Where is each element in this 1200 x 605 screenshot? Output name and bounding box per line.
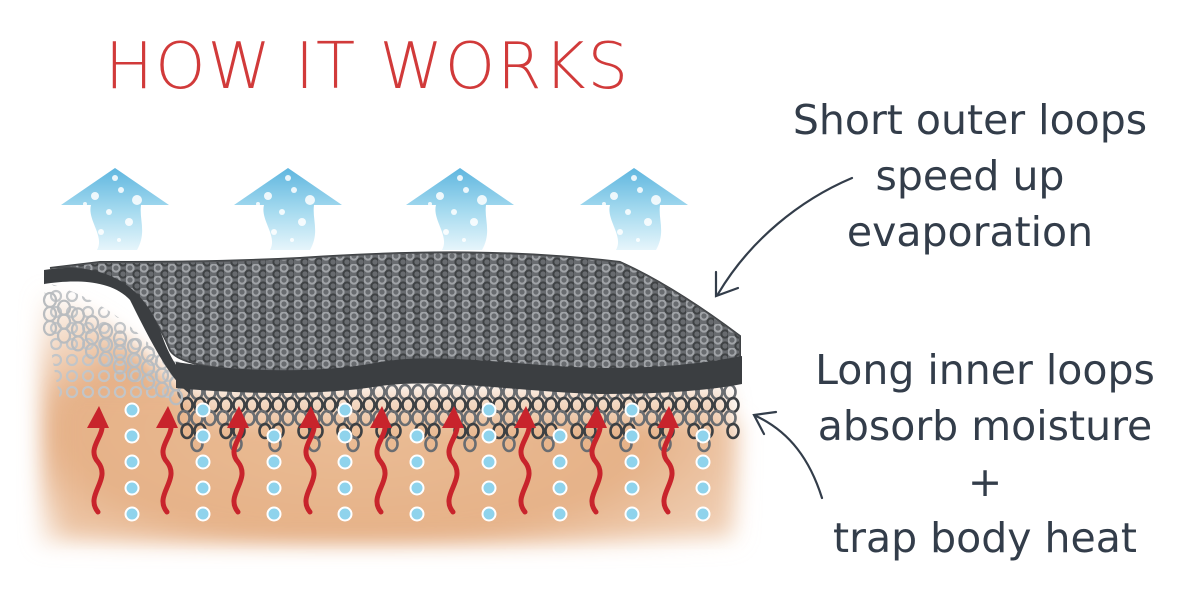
moisture-droplet-icon xyxy=(624,428,640,444)
inner-loops-callout: Long inner loops absorb moisture + trap … xyxy=(780,342,1190,566)
moisture-droplet-icon xyxy=(409,506,425,522)
moisture-droplet-icon xyxy=(266,454,282,470)
moisture-droplet-icon xyxy=(624,480,640,496)
callout-line: + xyxy=(967,458,1003,506)
moisture-droplets xyxy=(124,402,711,522)
moisture-droplet-icon xyxy=(266,428,282,444)
vapor-arrow-icon xyxy=(580,168,688,250)
moisture-droplet-icon xyxy=(481,402,497,418)
moisture-droplet-icon xyxy=(337,480,353,496)
page-title: HOW IT WORKS xyxy=(105,30,631,104)
heat-wave-arrow-icon xyxy=(299,406,321,515)
callout-line: evaporation xyxy=(846,208,1094,256)
heat-wave-arrow-icon xyxy=(514,406,536,515)
moisture-droplet-icon xyxy=(624,454,640,470)
vapor-arrow-icon xyxy=(61,168,169,250)
heat-wave-arrow-icon xyxy=(370,406,392,515)
moisture-droplet-icon xyxy=(195,480,211,496)
moisture-droplet-icon xyxy=(266,506,282,522)
moisture-droplet-icon xyxy=(624,506,640,522)
callout-line: Long inner loops xyxy=(815,346,1155,394)
moisture-droplet-icon xyxy=(481,454,497,470)
moisture-droplet-icon xyxy=(624,402,640,418)
outer-loops-pointer-arrow-icon xyxy=(714,176,854,298)
moisture-droplet-icon xyxy=(337,428,353,444)
callout-line: speed up xyxy=(875,152,1065,200)
moisture-droplet-icon xyxy=(337,454,353,470)
moisture-droplet-icon xyxy=(195,454,211,470)
moisture-droplet-icon xyxy=(552,428,568,444)
heat-wave-arrow-icon xyxy=(657,406,679,515)
moisture-droplet-icon xyxy=(695,506,711,522)
moisture-droplet-icon xyxy=(552,480,568,496)
moisture-droplet-icon xyxy=(409,454,425,470)
moisture-droplet-icon xyxy=(409,428,425,444)
heat-wave-arrows xyxy=(87,406,679,515)
vapor-arrow-icon xyxy=(406,168,514,250)
moisture-droplet-icon xyxy=(195,402,211,418)
moisture-droplet-icon xyxy=(266,480,282,496)
heat-wave-arrow-icon xyxy=(585,406,607,515)
heat-wave-arrow-icon xyxy=(156,406,178,515)
heat-wave-arrow-icon xyxy=(227,406,249,515)
moisture-droplet-icon xyxy=(195,506,211,522)
vapor-arrow-icon xyxy=(234,168,342,250)
inner-loops-pointer-arrow-icon xyxy=(752,410,824,500)
fabric-top-surface xyxy=(49,251,741,374)
moisture-droplet-icon xyxy=(481,506,497,522)
moisture-droplet-icon xyxy=(195,428,211,444)
moisture-droplet-icon xyxy=(124,402,140,418)
moisture-droplet-icon xyxy=(552,454,568,470)
callout-line: Short outer loops xyxy=(792,96,1148,144)
moisture-droplet-icon xyxy=(695,454,711,470)
moisture-droplet-icon xyxy=(337,506,353,522)
heat-wave-arrow-icon xyxy=(87,406,109,515)
callout-line: trap body heat xyxy=(833,514,1137,562)
moisture-droplet-icon xyxy=(481,480,497,496)
moisture-droplet-icon xyxy=(481,428,497,444)
moisture-droplet-icon xyxy=(695,480,711,496)
moisture-droplet-icon xyxy=(124,428,140,444)
fabric-edge-band xyxy=(44,268,742,394)
moisture-droplet-icon xyxy=(124,454,140,470)
moisture-droplet-icon xyxy=(124,506,140,522)
moisture-droplet-icon xyxy=(124,480,140,496)
moisture-droplet-icon xyxy=(409,480,425,496)
heat-wave-arrow-icon xyxy=(442,406,464,515)
vapor-arrows xyxy=(61,168,688,250)
callout-line: absorb moisture xyxy=(817,402,1153,450)
outer-loops-callout: Short outer loops speed up evaporation xyxy=(770,92,1170,260)
moisture-droplet-icon xyxy=(695,428,711,444)
moisture-droplet-icon xyxy=(552,506,568,522)
moisture-droplet-icon xyxy=(337,402,353,418)
